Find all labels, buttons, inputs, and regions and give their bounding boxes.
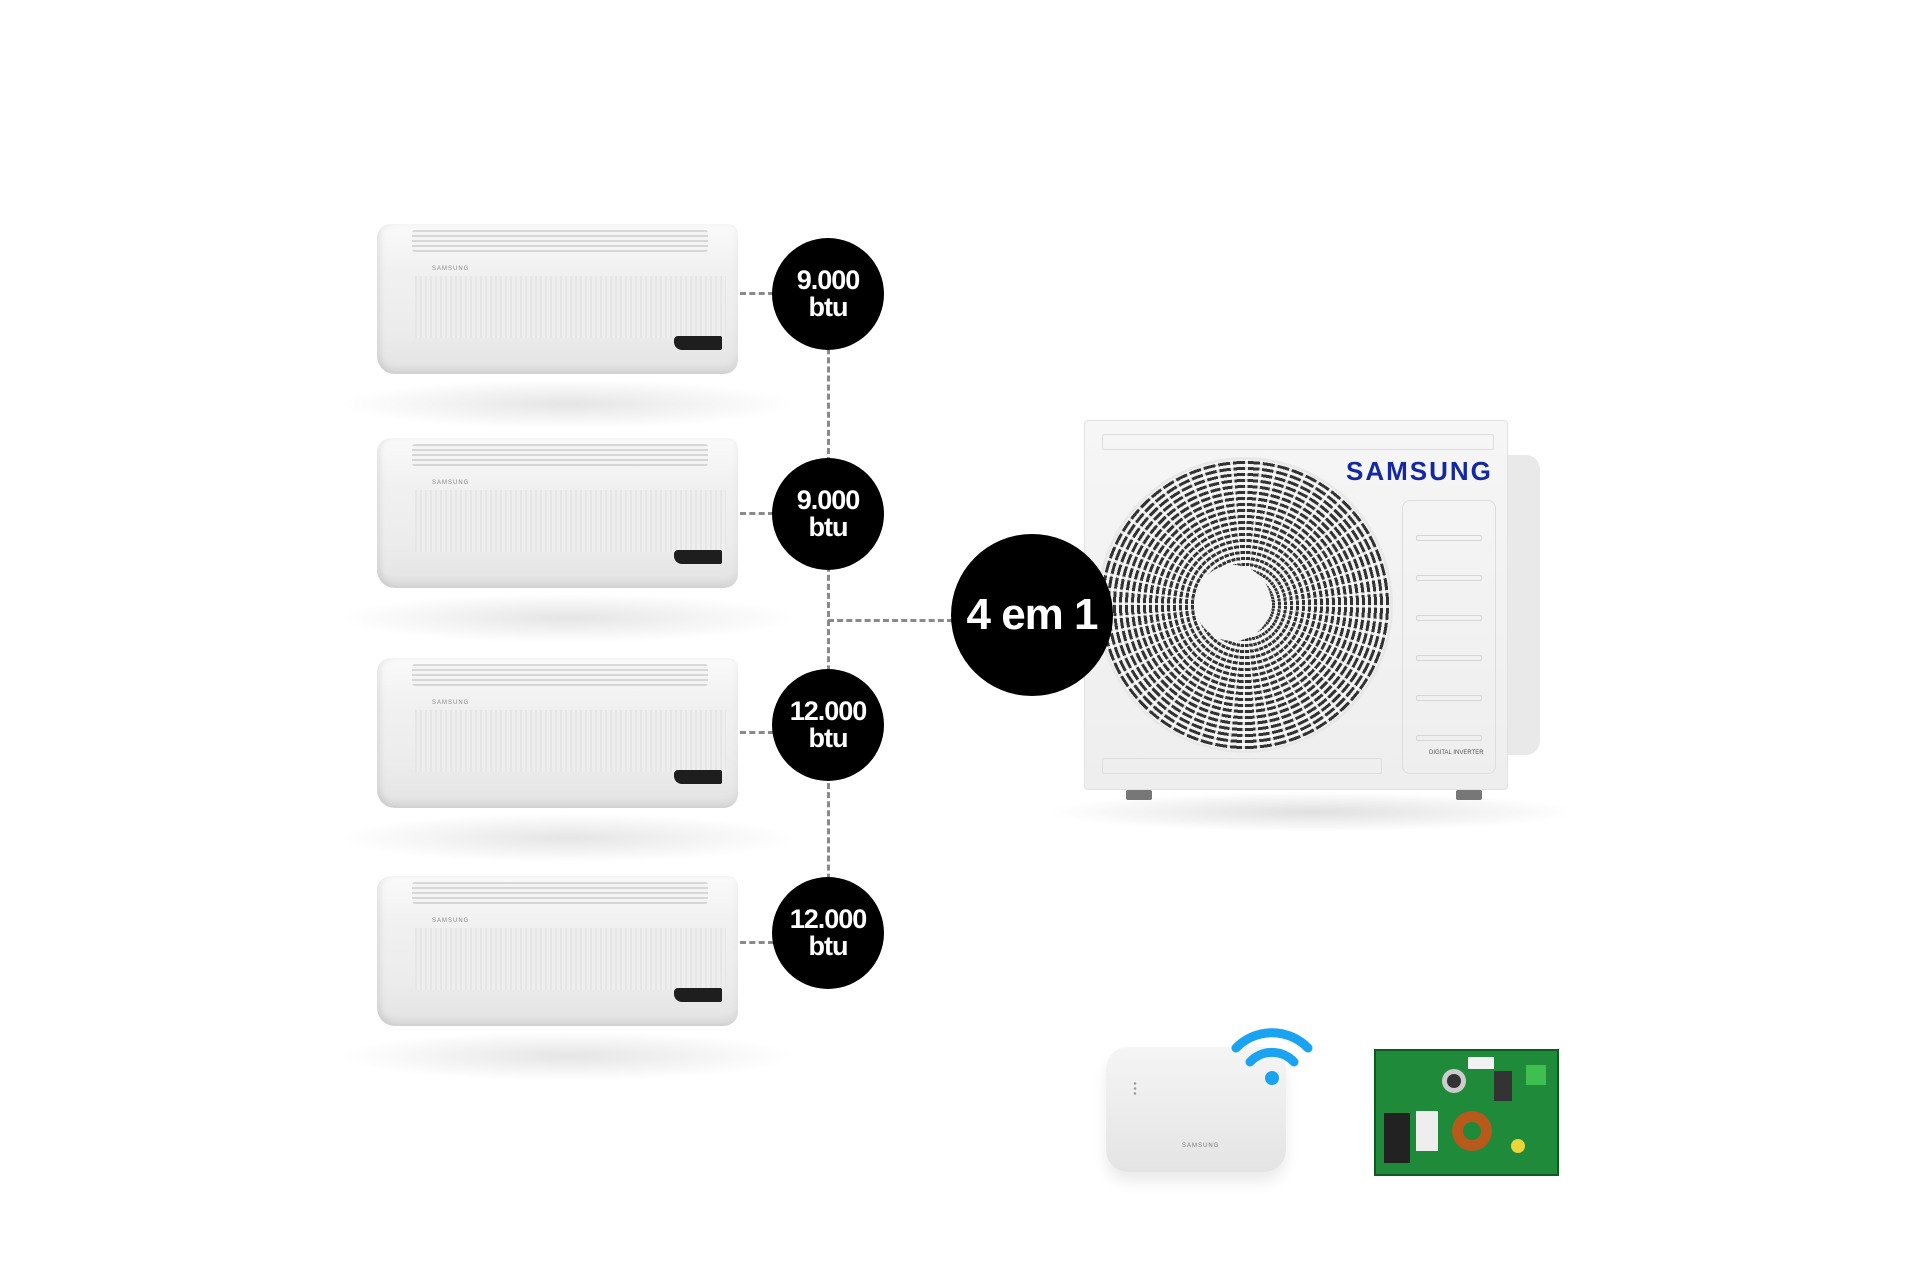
wifi-module-brand: SAMSUNG	[1182, 1143, 1220, 1149]
indoor-brand: SAMSUNG	[432, 480, 470, 486]
side-panel	[1402, 500, 1496, 774]
samsung-logo: SAMSUNG	[1346, 456, 1493, 486]
capacity-badge-4: 12.000 btu	[772, 877, 884, 989]
connector-unit-2	[740, 512, 774, 515]
capacity-unit: btu	[808, 512, 849, 542]
indoor-brand: SAMSUNG	[432, 266, 470, 272]
capacity-badge-1: 9.000 btu	[772, 238, 884, 350]
capacity-unit: btu	[808, 292, 849, 322]
capacity-value: 9.000	[796, 265, 861, 295]
connector-outdoor	[828, 619, 953, 622]
inverter-label: DIGITAL INVERTER	[1429, 750, 1484, 756]
capacity-value: 12.000	[789, 904, 868, 934]
display-panel	[674, 770, 722, 784]
connector-unit-3	[740, 731, 774, 734]
system-badge: 4 em 1	[951, 534, 1113, 696]
capacity-unit: btu	[808, 723, 849, 753]
indoor-unit-3: SAMSUNG	[337, 658, 798, 863]
capacity-value: 9.000	[796, 485, 861, 515]
display-panel	[674, 988, 722, 1002]
wifi-icon	[1231, 1028, 1313, 1085]
indoor-brand: SAMSUNG	[432, 918, 470, 924]
connector-vertical	[827, 294, 830, 934]
capacity-unit: btu	[808, 931, 849, 961]
display-panel	[674, 550, 722, 564]
indoor-brand: SAMSUNG	[432, 700, 470, 706]
control-board	[1374, 1049, 1559, 1176]
indoor-unit-1: SAMSUNG	[337, 224, 798, 429]
indoor-unit-4: SAMSUNG	[337, 876, 798, 1081]
capacity-badge-3: 12.000 btu	[772, 669, 884, 781]
connector-unit-4	[740, 941, 774, 944]
connector-unit-1	[740, 292, 774, 295]
display-panel	[674, 336, 722, 350]
indoor-unit-2: SAMSUNG	[337, 438, 798, 643]
capacity-value: 12.000	[789, 696, 868, 726]
outdoor-unit: SAMSUNG DIGITAL INVERTER	[1044, 420, 1580, 832]
capacity-badge-2: 9.000 btu	[772, 458, 884, 570]
wifi-module: SAMSUNG	[1106, 1047, 1286, 1172]
